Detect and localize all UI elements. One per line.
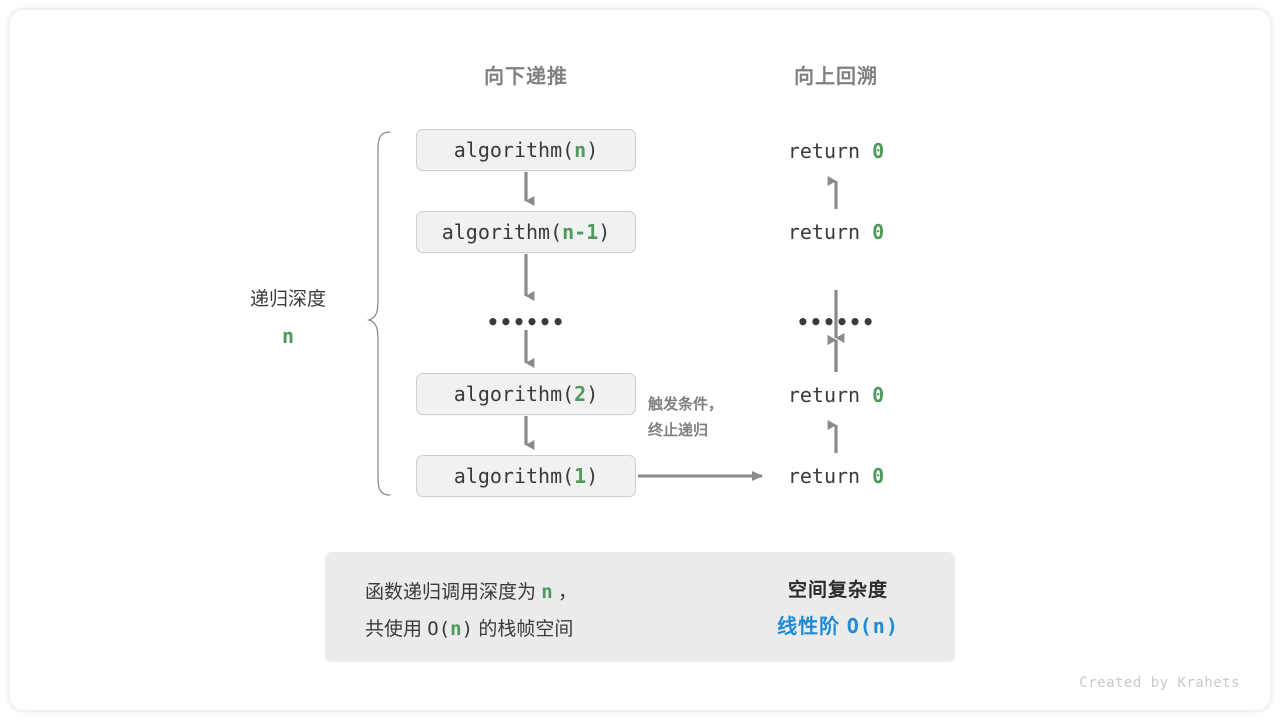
base-case-note-line2: 终止递归 [648,422,709,439]
return-keyword: return [787,383,873,407]
return-value: 0 [872,464,885,488]
return-keyword: return [787,139,873,163]
call-box-prefix: algorithm( [453,382,575,406]
summary-line2-text-a: 共使用 [365,619,428,640]
summary-line2-n: n [450,618,462,640]
call-box-suffix: ) [586,138,599,162]
summary-line1-text-b: ， [552,582,578,603]
footer-credit: Created by Krahets [1079,675,1240,691]
call-box-prefix: algorithm( [453,138,575,162]
call-box-arg: n-1 [562,220,599,244]
summary-line1-text-a: 函数递归调用深度为 [365,582,542,603]
call-box-prefix: algorithm( [441,220,563,244]
call-box-2[interactable]: algorithm(2) [416,373,636,415]
call-box-suffix: ) [598,220,611,244]
summary-line2-close: ) [461,618,474,640]
return-label-4: return 0 [788,464,884,488]
summary-panel: 函数递归调用深度为 n ， 共使用 O(n) 的栈帧空间 空间复杂度 线性阶 O… [325,552,955,662]
summary-line2-o: O( [427,618,451,640]
call-box-n-minus-1[interactable]: algorithm(n-1) [416,211,636,253]
call-box-arg: 2 [574,382,587,406]
base-case-note-line1: 触发条件， [648,396,724,413]
column-header-backtrack-up: 向上回溯 [794,66,878,88]
ellipsis-right: •••••• [796,310,876,334]
call-box-arg: n [574,138,587,162]
call-box-n[interactable]: algorithm(n) [416,129,636,171]
call-box-prefix: algorithm( [453,464,575,488]
return-label-1: return 0 [788,139,884,163]
diagram-stage: 向下递推 向上回溯 [10,10,1270,710]
return-label-2: return 0 [788,220,884,244]
summary-line2-text-b: 的栈帧空间 [473,619,574,640]
column-header-recurse-down: 向下递推 [484,66,568,88]
summary-description-line2: 共使用 O(n) 的栈帧空间 [365,611,577,648]
call-box-suffix: ) [586,382,599,406]
ellipsis-left: •••••• [486,310,566,334]
call-box-arg: 1 [574,464,587,488]
return-keyword: return [787,464,873,488]
summary-description-line1: 函数递归调用深度为 n ， [365,574,577,611]
return-value: 0 [872,383,885,407]
call-box-suffix: ) [586,464,599,488]
diagram-card: 向下递推 向上回溯 [10,10,1270,710]
recursion-depth-value: n [281,324,295,348]
return-value: 0 [872,139,885,163]
return-value: 0 [872,220,885,244]
call-box-1[interactable]: algorithm(1) [416,455,636,497]
return-keyword: return [787,220,873,244]
complexity-notation: O(n) [846,614,899,638]
recursion-depth-label: 递归深度 n [250,282,326,354]
summary-description: 函数递归调用深度为 n ， 共使用 O(n) 的栈帧空间 [365,574,577,648]
complexity-order-label: 线性阶 [777,616,847,638]
return-label-3: return 0 [788,383,884,407]
recursion-depth-title: 递归深度 [249,289,327,310]
complexity-title: 空间复杂度 [787,580,889,601]
complexity-value: 线性阶 O(n) [777,608,899,645]
summary-line1-n: n [541,581,553,603]
depth-brace-icon [366,131,391,496]
base-case-note: 触发条件， 终止递归 [648,392,723,444]
complexity-result: 空间复杂度 线性阶 O(n) [777,574,899,645]
